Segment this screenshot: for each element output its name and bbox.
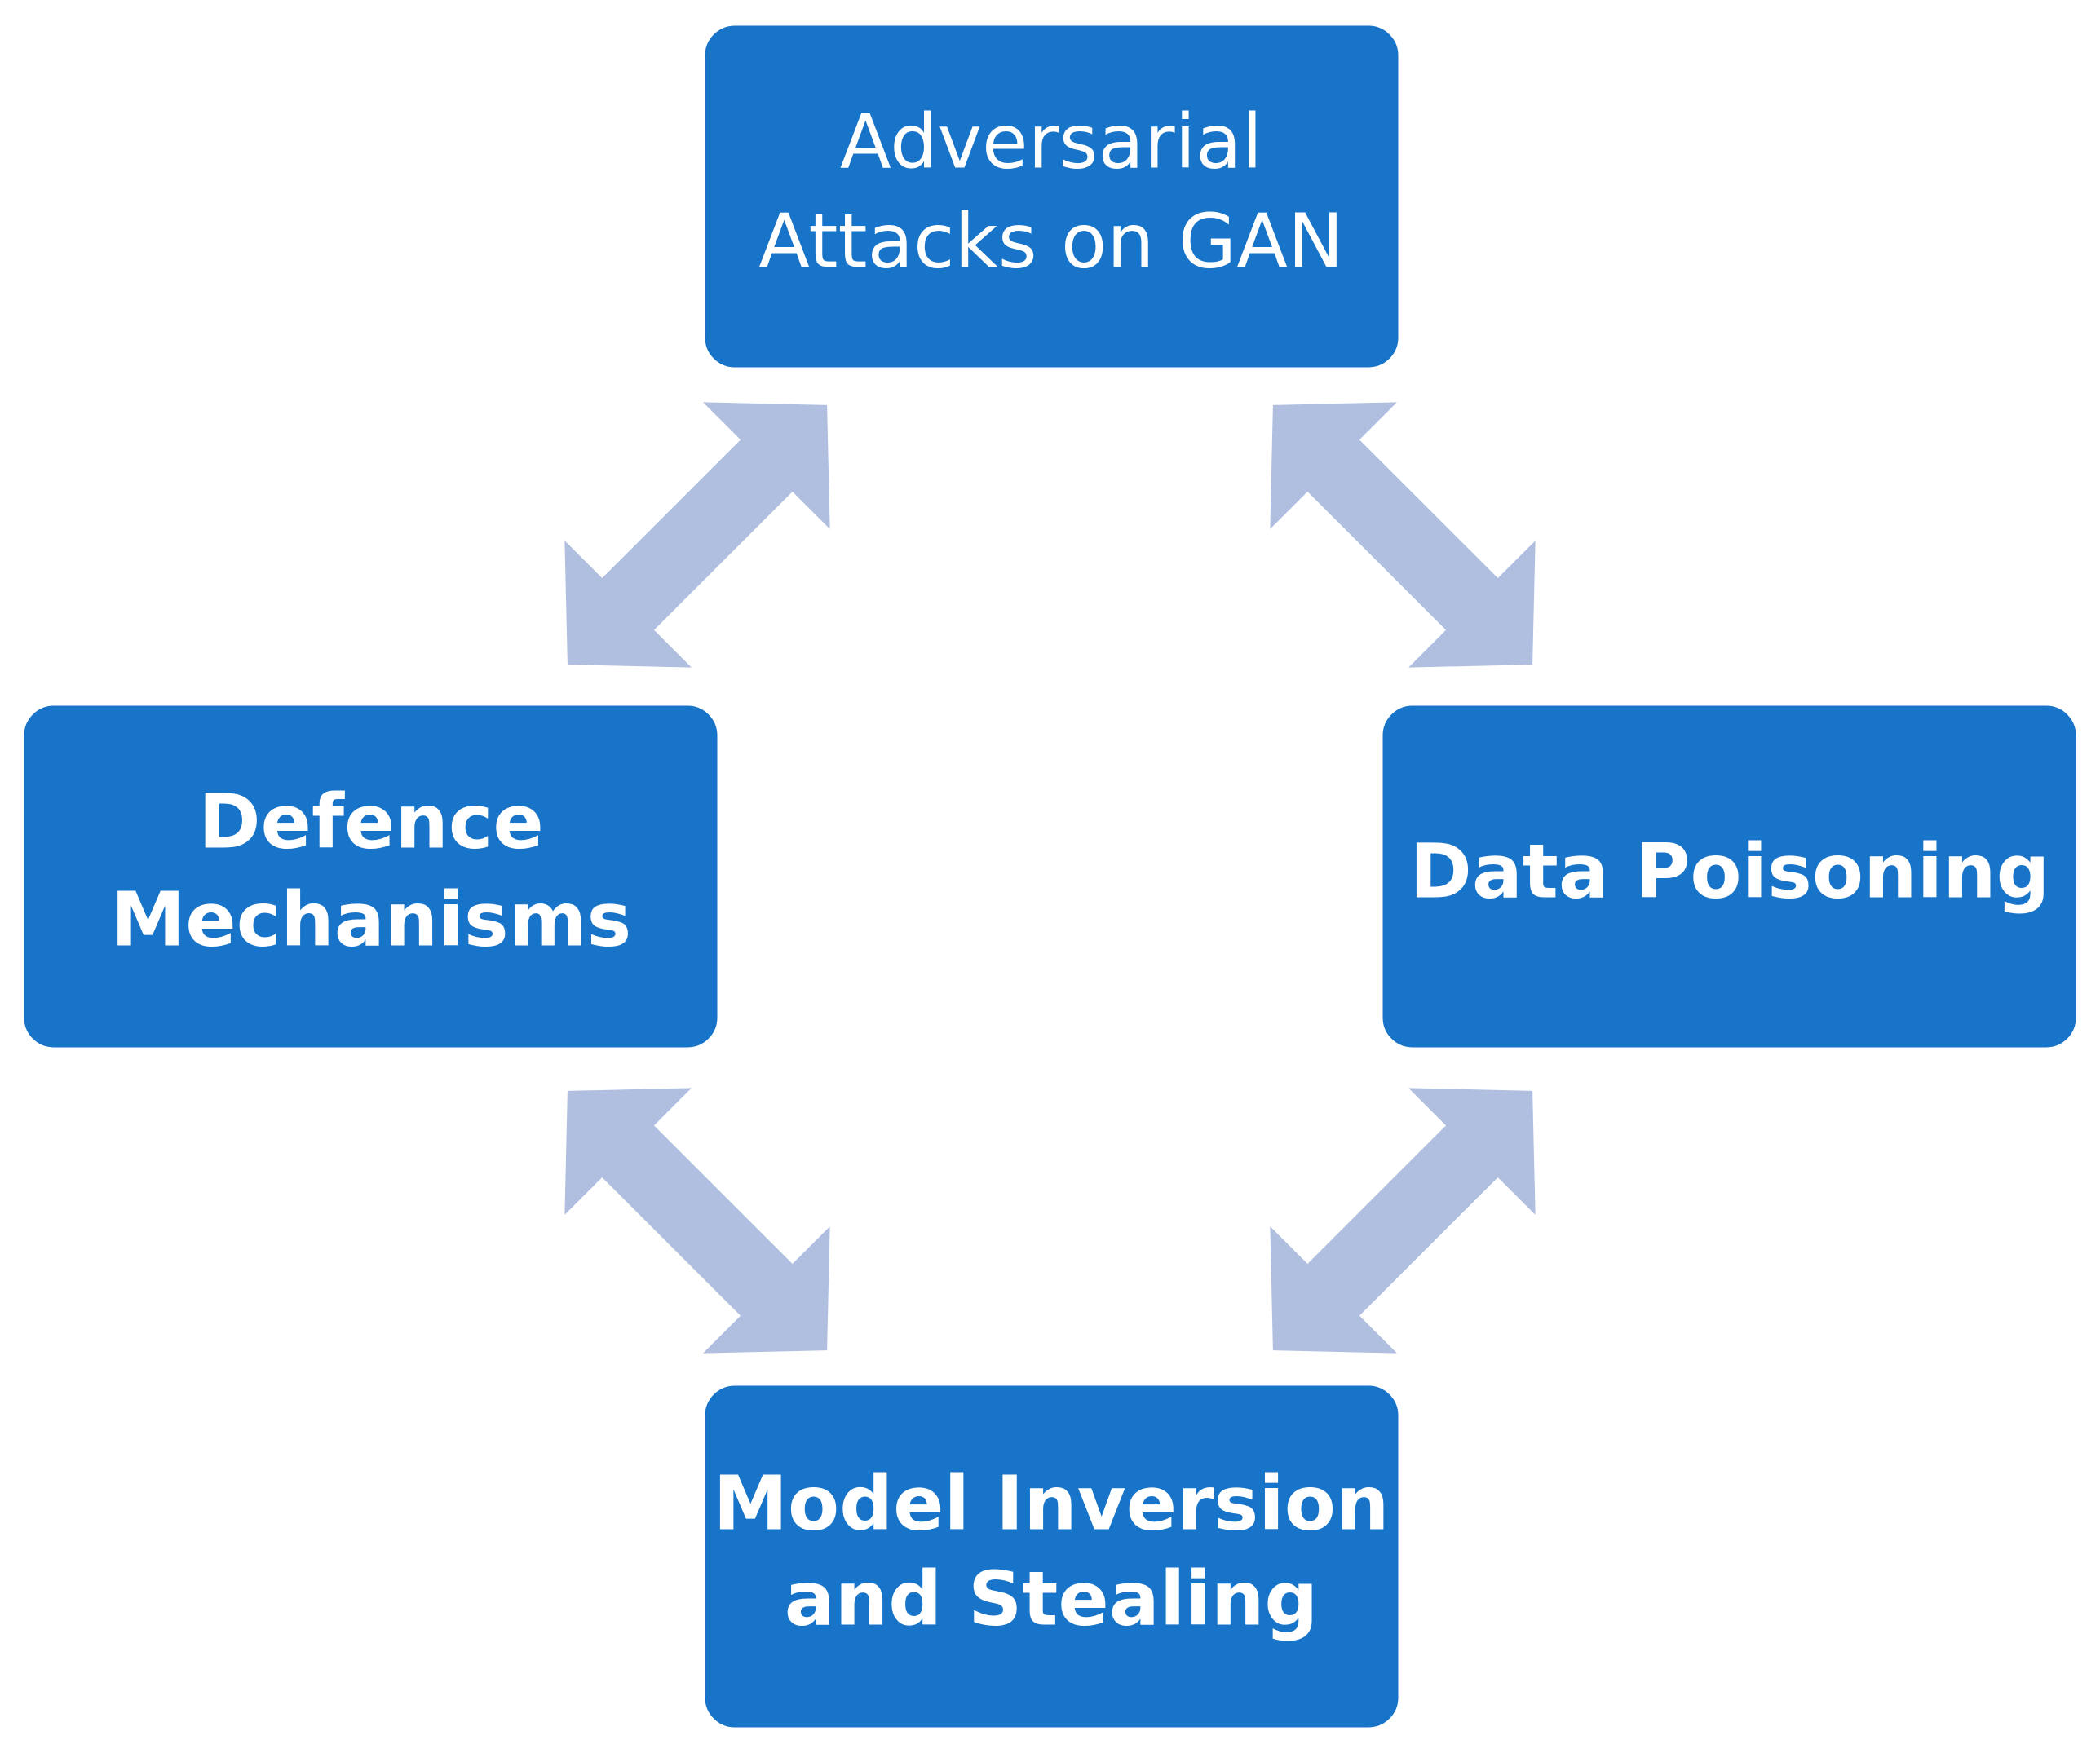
node-model-inversion-line1: Model Inversion	[713, 1460, 1389, 1547]
node-defence-mechanisms: Defence Mechanisms	[21, 703, 720, 1050]
arrow-bottom-left	[564, 1088, 830, 1354]
node-model-inversion-line2: and Stealing	[785, 1555, 1319, 1642]
node-defence-mechanisms-line1: Defence	[198, 778, 544, 865]
node-defence-mechanisms-line2: Mechanisms	[111, 876, 631, 963]
node-adversarial-attacks: Adversarial Attacks on GAN	[702, 23, 1401, 370]
arrow-top-left	[564, 402, 830, 668]
node-data-poisoning: Data Poisoning	[1380, 703, 2079, 1050]
node-model-inversion: Model Inversion and Stealing	[702, 1383, 1401, 1730]
arrow-bottom-right	[1270, 1088, 1536, 1354]
node-adversarial-attacks-line1: Adversarial	[840, 98, 1262, 185]
arrow-top-right	[1270, 402, 1536, 668]
node-adversarial-attacks-line2: Attacks on GAN	[758, 197, 1344, 285]
node-data-poisoning-line1: Data Poisoning	[1409, 828, 2049, 915]
